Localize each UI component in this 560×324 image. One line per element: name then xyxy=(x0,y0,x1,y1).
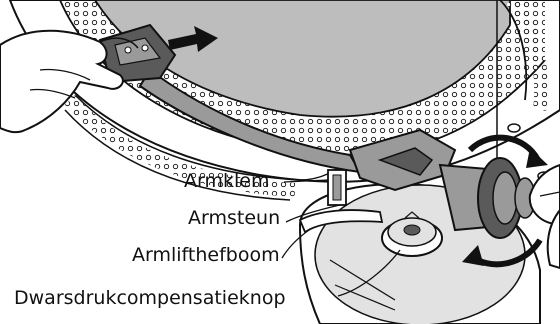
label-arm-clamp: Armklem xyxy=(184,172,269,191)
label-arm-rest: Armsteun xyxy=(188,209,280,228)
label-anti-skating-knob: Dwarsdrukcompensatieknop xyxy=(14,289,286,308)
label-arm-lift-lever: Armlifthefboom xyxy=(132,246,280,265)
arm-rest-post xyxy=(328,170,346,205)
